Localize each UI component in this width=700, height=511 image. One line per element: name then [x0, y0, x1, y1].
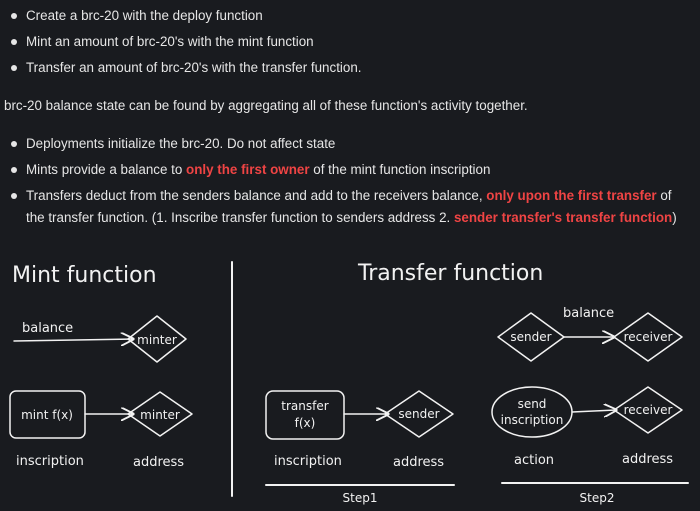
- list-item: Transfer an amount of brc-20's with the …: [11, 57, 690, 79]
- address-label: address: [393, 455, 444, 470]
- action-label: action: [514, 453, 554, 468]
- transfer-balance-label: balance: [563, 306, 614, 321]
- highlight-text: only upon the first transfer: [486, 188, 657, 203]
- arrow: [13, 339, 133, 341]
- text: of the mint function inscription: [309, 162, 491, 177]
- receiver-label: receiver: [624, 330, 673, 344]
- receiver-label: receiver: [624, 403, 673, 417]
- inscription-label: inscription: [274, 454, 342, 469]
- minter-diamond: [127, 391, 193, 437]
- list-item: Create a brc-20 with the deploy function: [11, 5, 690, 27]
- inscription-label: inscription: [16, 454, 84, 469]
- diagram-figure: Mint function Transfer function balance …: [0, 250, 700, 511]
- minter-diamond: [127, 315, 187, 363]
- send-label: inscription: [501, 413, 564, 427]
- minter-label: minter: [137, 333, 177, 347]
- sender-label: sender: [398, 407, 439, 421]
- text: Mints provide a balance to: [26, 162, 187, 177]
- transfer-box-label: f(x): [295, 416, 316, 430]
- send-label: send: [518, 397, 547, 411]
- transfer-box: [265, 390, 345, 440]
- summary-paragraph: brc-20 balance state can be found by agg…: [4, 98, 528, 113]
- address-label: address: [133, 455, 184, 470]
- transfer-box-label: transfer: [281, 399, 328, 413]
- receiver-diamond: [613, 386, 683, 434]
- address-label: address: [622, 452, 673, 467]
- minter-label: minter: [140, 408, 180, 422]
- mint-box-label: mint f(x): [21, 408, 73, 422]
- arrow: [571, 410, 616, 412]
- list-item: Mint an amount of brc-20's with the mint…: [11, 31, 690, 53]
- step1-label: Step1: [343, 491, 378, 505]
- mint-balance-label: balance: [22, 321, 73, 336]
- sender-label: sender: [510, 330, 551, 344]
- text: Transfers deduct from the senders balanc…: [26, 188, 487, 203]
- list-item: Mints provide a balance to only the firs…: [11, 159, 690, 181]
- text: of the transfer function. (1. Inscribe t…: [26, 188, 672, 225]
- step2-label: Step2: [580, 491, 615, 505]
- sender-diamond: [384, 390, 454, 438]
- list-item: Transfers deduct from the senders balanc…: [11, 185, 690, 229]
- list-item: Deployments initialize the brc-20. Do no…: [11, 133, 690, 155]
- highlight-text: only the first owner: [186, 162, 310, 177]
- text: ): [672, 210, 677, 225]
- send-ellipse: [491, 386, 573, 438]
- function-diagram: Mint function Transfer function balance …: [9, 261, 689, 505]
- mint-title: Mint function: [12, 263, 157, 288]
- highlight-text: sender transfer's transfer function: [453, 210, 673, 225]
- receiver-diamond: [613, 312, 683, 362]
- transfer-title: Transfer function: [357, 261, 543, 286]
